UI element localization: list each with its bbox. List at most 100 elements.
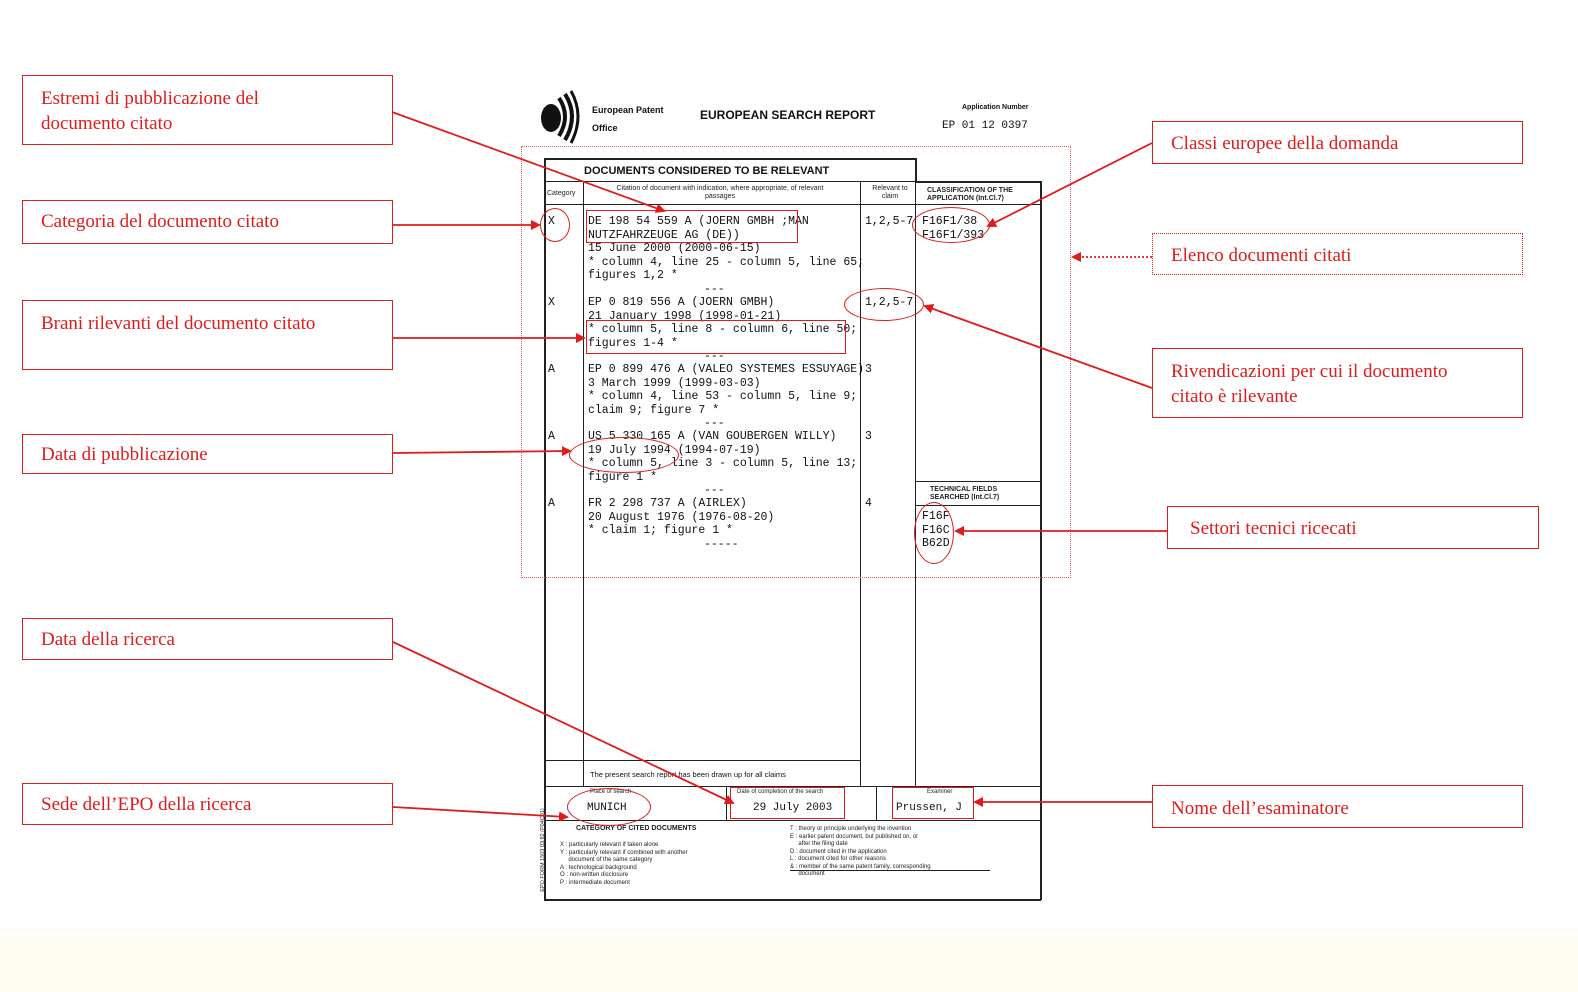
category-header: CATEGORY OF CITED DOCUMENTS bbox=[576, 825, 697, 832]
category-legend-item: O : non-written disclosure bbox=[560, 872, 629, 878]
col-header-citation: Citation of document with indication, wh… bbox=[616, 185, 824, 200]
office-name: European Patent Office bbox=[592, 101, 664, 137]
citation-3-line: * column 4, line 53 - column 5, line 9; bbox=[588, 390, 858, 403]
date-label: Date of completion of the search bbox=[737, 789, 824, 795]
category-legend-item: L : document cited for other reasons bbox=[790, 856, 886, 862]
bottom-band bbox=[0, 935, 1578, 992]
citation-category-3: A bbox=[548, 363, 555, 376]
col-divider-2 bbox=[860, 182, 861, 787]
tech-fields-rule-top bbox=[915, 481, 1041, 482]
tech-fields-rule-bottom bbox=[915, 505, 1041, 506]
citation-2: EP 0 819 556 A (JOERN GMBH)21 January 19… bbox=[588, 296, 857, 364]
cited-documents-area bbox=[521, 146, 1071, 578]
label-search-office: Sede dell’EPO della ricerca bbox=[22, 783, 393, 825]
drawn-up-text: The present search report has been drawn… bbox=[590, 770, 786, 779]
office-line1: European Patent bbox=[592, 105, 664, 115]
form-border-top-left bbox=[544, 158, 916, 160]
citation-category-5: A bbox=[548, 497, 555, 510]
citation-1-separator: --- bbox=[704, 282, 725, 296]
category-legend-item: document of the same category bbox=[560, 857, 653, 863]
category-legend-item: P : intermediate document bbox=[560, 879, 630, 886]
label-examiner-name: Nome dell’esaminatore bbox=[1152, 785, 1523, 828]
citation-2-line: figures 1-4 * bbox=[588, 336, 678, 350]
form-border-right bbox=[1040, 181, 1042, 900]
section-title: DOCUMENTS CONSIDERED TO BE RELEVANT bbox=[584, 165, 830, 177]
header-rule bbox=[544, 204, 1041, 205]
category-legend-left: X : particularly relevant if taken alone… bbox=[560, 842, 688, 887]
footer-rule-1 bbox=[544, 786, 1041, 787]
citation-1-line: DE 198 54 559 A (JOERN GMBH ;MAN bbox=[588, 215, 809, 228]
technical-fields-label: TECHNICAL FIELDS SEARCHED (Int.Cl.7) bbox=[930, 486, 1000, 501]
citation-3: EP 0 899 476 A (VALEO SYSTEMES ESSUYAGE)… bbox=[588, 363, 864, 431]
citation-5-separator: ----- bbox=[704, 537, 739, 551]
form-border-bottom bbox=[544, 899, 1041, 901]
label-relevant-passages: Brani rilevanti del documento citato bbox=[22, 300, 393, 370]
form-border-top-right bbox=[915, 181, 1041, 183]
arrow-search-date bbox=[392, 641, 735, 805]
citation-5-line: * claim 1; figure 1 * bbox=[588, 524, 733, 537]
col-header-category: Category bbox=[547, 190, 576, 197]
legend-rule bbox=[790, 870, 990, 871]
arrow-publication-date bbox=[392, 446, 572, 457]
citation-2-line: 21 January 1998 (1998-01-21) bbox=[588, 309, 782, 323]
label-publication-details: Estremi di pubblicazione del documento c… bbox=[22, 75, 393, 145]
citation-claims-1: 1,2,5-7 bbox=[865, 215, 914, 228]
col-header-classification: CLASSIFICATION OF THE APPLICATION (Int.C… bbox=[927, 187, 1013, 202]
highlight-place bbox=[567, 788, 651, 826]
category-legend-item: document bbox=[790, 871, 825, 877]
application-number-label: Application Number bbox=[962, 104, 1029, 111]
citation-1-line: * column 4, line 25 - column 5, line 65; bbox=[588, 255, 865, 269]
label-search-date: Data della ricerca bbox=[22, 618, 393, 660]
footer-rule-2 bbox=[544, 820, 1041, 821]
category-legend-item: A : technological background bbox=[560, 864, 637, 871]
category-legend-item: D : document cited in the application bbox=[790, 848, 887, 855]
label-european-classes: Classi europee della domanda bbox=[1152, 121, 1523, 164]
citation-2-line: * column 5, line 8 - column 6, line 50; bbox=[588, 323, 858, 336]
label-publication-date: Data di pubblicazione bbox=[22, 434, 393, 474]
category-legend-item: T : theory or principle underlying the i… bbox=[790, 826, 912, 832]
citation-claims-4: 3 bbox=[865, 430, 872, 443]
category-legend-right: T : theory or principle underlying the i… bbox=[790, 826, 931, 879]
citation-claims-5: 4 bbox=[865, 497, 872, 510]
citation-4-line: figure 1 * bbox=[588, 470, 658, 484]
examiner-label: Examiner bbox=[927, 789, 953, 795]
category-legend-item: after the filing date bbox=[790, 841, 848, 847]
label-relevant-claims: Rivendicazioni per cui il documento cita… bbox=[1152, 348, 1523, 418]
citation-5-line: 20 August 1976 (1976-08-20) bbox=[588, 510, 775, 524]
office-line2: Office bbox=[592, 123, 618, 133]
section-title-rule bbox=[544, 181, 916, 182]
examiner-name: Prussen, J bbox=[896, 802, 963, 814]
citation-3-line: claim 9; figure 7 * bbox=[588, 403, 720, 417]
highlight-publication-details bbox=[586, 210, 798, 243]
citation-category-4: A bbox=[548, 430, 555, 443]
citation-5: FR 2 298 737 A (AIRLEX)20 August 1976 (1… bbox=[588, 497, 774, 551]
epo-logo-icon bbox=[541, 90, 580, 144]
highlight-technical-fields bbox=[914, 502, 954, 564]
form-border-left bbox=[544, 158, 546, 900]
citation-category-2: X bbox=[548, 296, 555, 309]
highlight-relevant-passages bbox=[586, 320, 846, 354]
category-legend-item: X : particularly relevant if taken alone bbox=[560, 842, 659, 848]
citation-5-line: FR 2 298 737 A (AIRLEX) bbox=[588, 497, 747, 510]
citation-2-line: EP 0 819 556 A (JOERN GMBH) bbox=[588, 296, 775, 309]
drawn-up-rule-top bbox=[544, 760, 860, 761]
col-divider-3 bbox=[915, 182, 916, 787]
category-legend-item: E : earlier patent document, but publish… bbox=[790, 833, 919, 840]
citation-3-separator: --- bbox=[704, 417, 725, 430]
citation-claims-3: 3 bbox=[865, 363, 872, 376]
category-legend-item: Y : particularly relevant if combined wi… bbox=[560, 849, 688, 856]
footer-divider-2 bbox=[876, 786, 877, 820]
col-divider-1 bbox=[583, 182, 584, 787]
date-of-search: 29 July 2003 bbox=[753, 802, 833, 814]
col-header-relevant: Relevant to claim bbox=[872, 185, 908, 200]
category-legend-item: & : member of the same patent family, co… bbox=[790, 863, 931, 870]
label-category: Categoria del documento citato bbox=[22, 200, 393, 244]
citation-4-separator: --- bbox=[704, 484, 725, 497]
label-cited-documents-list: Elenco documenti citati bbox=[1152, 233, 1523, 275]
citation-3-line: 3 March 1999 (1999-03-03) bbox=[588, 376, 761, 390]
arrow-relevant-claims bbox=[923, 304, 1153, 389]
label-technical-fields: Settori tecnici ricecati bbox=[1167, 506, 1539, 549]
arrow-search-office bbox=[392, 806, 569, 822]
